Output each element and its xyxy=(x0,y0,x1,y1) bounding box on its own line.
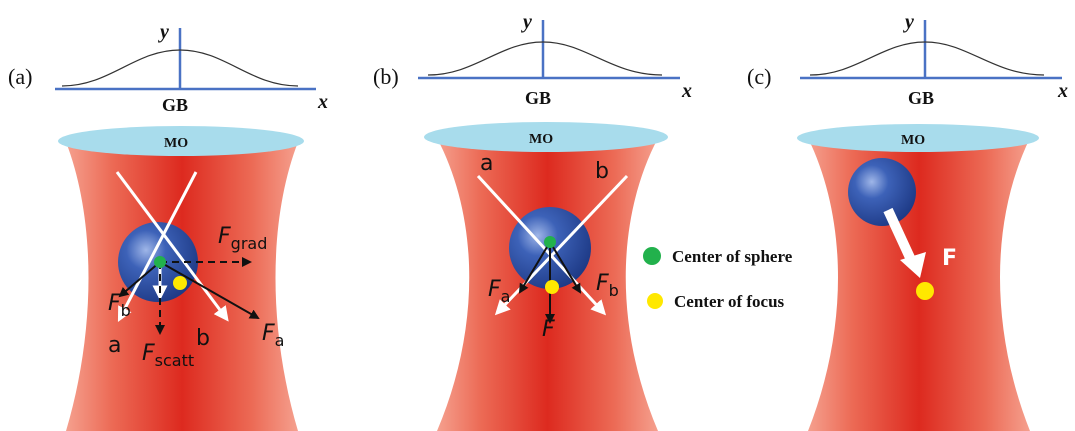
force-label-f-c: F xyxy=(942,246,957,271)
y-axis-label-a: y xyxy=(158,21,169,43)
panel-c: (c) y x GB MO F xyxy=(747,11,1068,431)
force-a-arrow-a xyxy=(159,261,260,319)
gaussian-curve-b xyxy=(427,41,663,76)
panel-a: (a) y x GB MO a b Fb Fgrad Fscatt xyxy=(8,21,328,431)
y-axis-label-c: y xyxy=(903,11,914,33)
force-label-f-b: F xyxy=(542,317,555,342)
focus-dot-a xyxy=(173,276,187,290)
mo-label-b: MO xyxy=(529,132,553,147)
legend-label-sphere-center: Center of sphere xyxy=(672,247,793,266)
focus-dot-c xyxy=(916,282,934,300)
ray-a-a xyxy=(115,171,229,322)
legend: Center of sphere Center of focus xyxy=(643,247,793,311)
gaussian-beam-profile-b: y x GB xyxy=(418,11,692,108)
x-axis-label-c: x xyxy=(1057,80,1068,102)
microscope-objective-b xyxy=(424,122,668,152)
gaussian-beam-profile-a: y x GB xyxy=(55,21,328,115)
gaussian-beam-profile-c: y x GB xyxy=(800,11,1068,108)
sphere-c xyxy=(848,158,916,226)
microscope-objective-a xyxy=(58,126,304,156)
sphere-center-dot-b xyxy=(544,236,556,248)
force-label-fa-a: Fa xyxy=(262,321,284,350)
gb-label-c: GB xyxy=(908,88,934,108)
ray-label-b-a: b xyxy=(196,326,210,351)
legend-label-focus-center: Center of focus xyxy=(674,292,785,311)
y-axis-label-b: y xyxy=(521,11,532,33)
mo-label-c: MO xyxy=(901,133,925,148)
force-a-arrow-b xyxy=(518,241,551,294)
force-label-fa-b: Fa xyxy=(488,277,510,306)
gb-label-a: GB xyxy=(162,95,188,115)
panel-label-c: (c) xyxy=(747,64,771,89)
force-label-fb-a: Fb xyxy=(108,291,131,320)
gaussian-curve-c xyxy=(809,41,1045,76)
panel-label-a: (a) xyxy=(8,64,32,89)
ray-a-b xyxy=(476,174,607,316)
force-net-shaft-c xyxy=(883,207,917,265)
legend-swatch-focus-center xyxy=(647,293,663,309)
force-b-arrow-b xyxy=(549,241,582,294)
ray-b-a xyxy=(117,171,198,322)
x-axis-label-b: x xyxy=(681,80,692,102)
panel-b: (b) y x GB MO a b Fa Fb F xyxy=(373,11,692,431)
focus-dot-b xyxy=(545,280,559,294)
force-b-arrow-a xyxy=(118,261,161,298)
force-label-fgrad-a: Fgrad xyxy=(218,224,267,253)
ray-label-a-a: a xyxy=(108,333,121,358)
legend-swatch-sphere-center xyxy=(643,247,661,265)
gb-label-b: GB xyxy=(525,88,551,108)
force-label-fscatt-a: Fscatt xyxy=(142,341,194,370)
force-label-fb-b: Fb xyxy=(596,271,619,300)
ray-label-b-b: b xyxy=(595,159,609,184)
force-net-arrowhead-c xyxy=(900,252,926,278)
microscope-objective-c xyxy=(797,124,1039,152)
gaussian-curve-a xyxy=(61,49,299,87)
mo-label-a: MO xyxy=(164,136,188,151)
x-axis-label-a: x xyxy=(317,91,328,113)
sphere-center-dot-a xyxy=(154,256,166,268)
ray-label-a-b: a xyxy=(480,151,493,176)
panel-label-b: (b) xyxy=(373,64,399,89)
